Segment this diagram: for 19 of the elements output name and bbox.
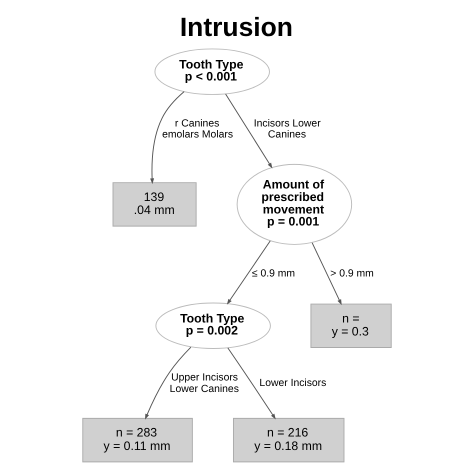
arrow (150, 91, 185, 184)
edge-label: ≤ 0.9 mm (252, 268, 296, 280)
edge-label: Upper Incisors Lower Canines (170, 372, 239, 395)
node-box: n = 216 y = 0.18 mm (232, 418, 344, 462)
arrow (312, 242, 342, 306)
arrow (227, 347, 276, 420)
node-box: 139 .04 mm (112, 182, 197, 227)
edge-label: Incisors Lower Canines (254, 118, 321, 141)
node-ellipse: Tooth Type p < 0.001 (154, 48, 270, 95)
node-box: n = y = 0.3 (310, 304, 392, 348)
arrow (144, 346, 192, 420)
diagram-title: Intrusion (180, 12, 293, 42)
edge-label: > 0.9 mm (330, 268, 374, 280)
node-box: n = 283 y = 0.11 mm (82, 418, 193, 462)
node-ellipse: Tooth Type p = 0.002 (155, 302, 271, 349)
arrow (225, 94, 272, 169)
arrow (226, 240, 271, 305)
edge-label: Lower Incisors (259, 378, 326, 390)
edge-label: r Canines emolars Molars (162, 118, 234, 141)
